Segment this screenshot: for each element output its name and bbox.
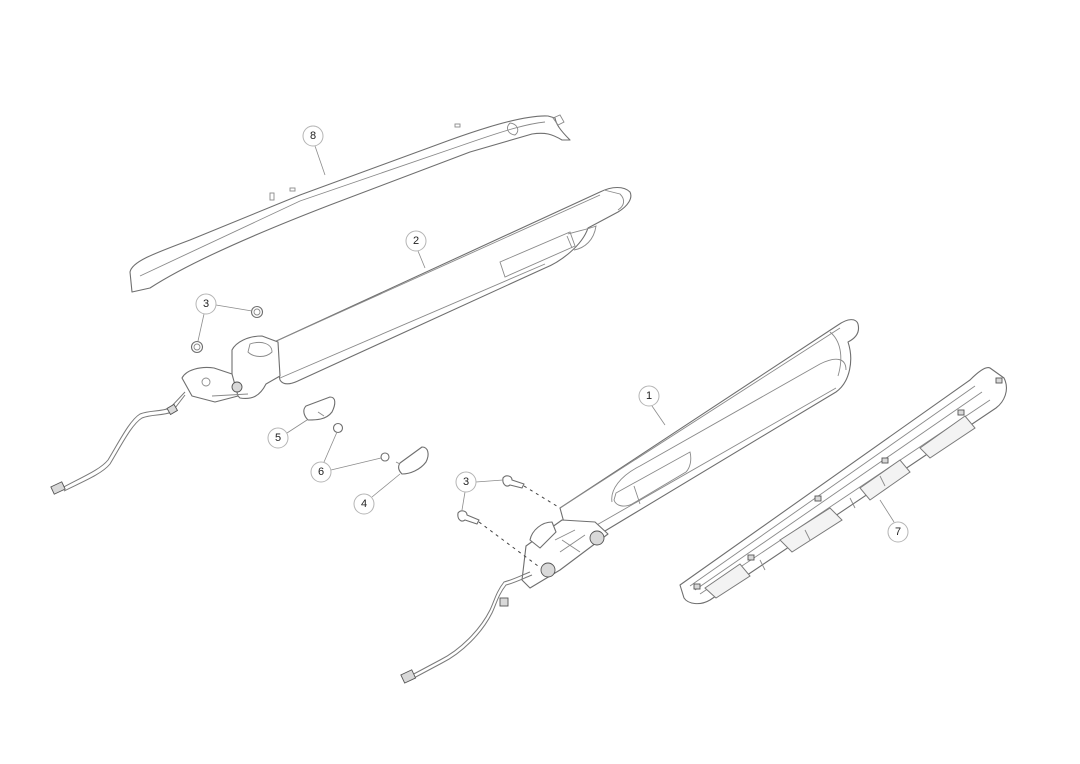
right-wire-harness — [400, 571, 533, 684]
part-2-left-handle — [181, 186, 632, 403]
svg-text:3: 3 — [203, 298, 209, 310]
part-4-cap — [395, 446, 429, 475]
svg-text:7: 7 — [895, 526, 901, 538]
part-7-lower-trim-cover — [679, 367, 1007, 605]
left-wire-harness — [50, 391, 186, 495]
callout-3-upper: 3 — [195, 293, 253, 342]
callouts: 1 2 3 3 4 5 — [195, 125, 909, 543]
callout-8: 8 — [302, 125, 326, 176]
svg-text:2: 2 — [413, 235, 419, 247]
svg-text:1: 1 — [646, 390, 652, 402]
callout-5: 5 — [267, 419, 308, 449]
part-5-cap — [303, 396, 336, 421]
part-6-plugs — [332, 422, 390, 462]
callout-1: 1 — [638, 385, 666, 426]
svg-text:8: 8 — [310, 130, 316, 142]
svg-text:3: 3 — [463, 476, 469, 488]
callout-4: 4 — [353, 473, 401, 515]
svg-text:4: 4 — [361, 498, 367, 510]
part-3-bolts — [457, 475, 561, 567]
callout-2: 2 — [405, 230, 427, 269]
callout-7: 7 — [879, 499, 909, 543]
svg-text:5: 5 — [275, 432, 281, 444]
callout-6: 6 — [310, 431, 382, 483]
part-8-upper-trim-cover — [129, 114, 571, 293]
svg-text:6: 6 — [318, 466, 324, 478]
callout-3-lower: 3 — [455, 471, 504, 511]
part-3-nuts — [190, 305, 264, 354]
part-1-right-handle — [521, 319, 860, 589]
